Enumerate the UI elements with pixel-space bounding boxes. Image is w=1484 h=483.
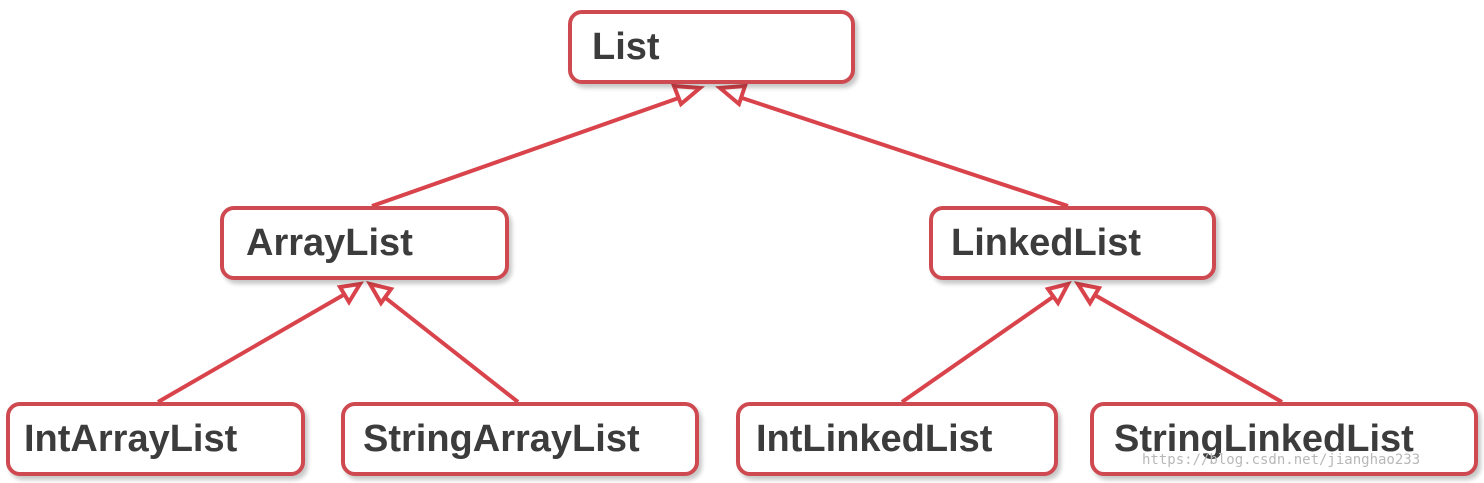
node-stringlinkedlist: StringLinkedList [1090, 402, 1478, 476]
node-label: IntArrayList [24, 417, 238, 460]
node-arraylist: ArrayList [220, 206, 509, 280]
edge-stringlinkedlist-to-linkedlist [1085, 288, 1283, 404]
node-intlinkedlist: IntLinkedList [736, 402, 1058, 476]
arrowhead-linkedlist-to-list [714, 83, 748, 108]
node-stringarraylist: StringArrayList [341, 402, 699, 476]
node-linkedlist: LinkedList [929, 206, 1216, 280]
node-label: ArrayList [246, 221, 413, 264]
node-label: StringLinkedList [1114, 417, 1414, 460]
arrowhead-stringlinkedlist-to-linkedlist [1073, 281, 1103, 307]
watermark: https://blog.csdn.net/jianghao233 [1142, 452, 1421, 468]
arrowhead-intlinkedlist-to-linkedlist [1044, 280, 1072, 307]
node-label: LinkedList [951, 221, 1142, 264]
node-label: StringArrayList [363, 417, 640, 460]
edge-arraylist-to-list [371, 92, 691, 208]
arrowhead-arraylist-to-list [670, 83, 706, 108]
node-intarraylist: IntArrayList [6, 402, 305, 476]
edge-intlinkedlist-to-linkedlist [900, 290, 1062, 404]
node-label: IntLinkedList [756, 417, 993, 460]
edge-stringarraylist-to-arraylist [376, 290, 520, 404]
arrowhead-intarraylist-to-arraylist [336, 281, 364, 306]
arrowhead-stringarraylist-to-arraylist [365, 280, 395, 307]
edge-intarraylist-to-arraylist [157, 288, 353, 404]
node-label: List [592, 25, 660, 68]
node-list: List [568, 10, 855, 84]
edge-linkedlist-to-list [729, 92, 1069, 208]
